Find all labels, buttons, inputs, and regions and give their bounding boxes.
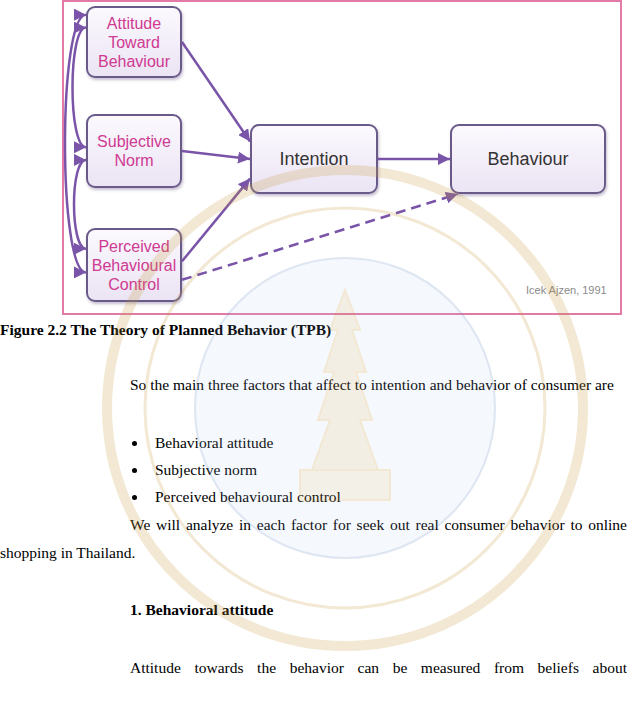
arrow [182,42,250,142]
process-box: Subjective Norm [86,114,182,188]
arrow [182,179,250,262]
box-label: Behaviour [487,150,568,169]
process-box: Perceived Behavioural Control [86,228,182,302]
bullet-dot [132,441,137,446]
seal-ring [107,170,583,646]
dashed-arrow [182,194,458,280]
body-paragraph: So the main three factors that affect to… [0,371,627,399]
arrow [378,158,450,161]
box-label: Subjective Norm [90,132,178,170]
body-paragraph: Attitude towards the behavior can be mea… [130,654,627,682]
process-box: Behaviour [450,124,606,194]
body-paragraph: We will analyze in each factor for seek … [0,511,627,567]
curved-arrow [73,28,87,148]
bullet-item: Subjective norm [155,456,615,484]
process-box: Intention [250,124,378,194]
seal-base [300,470,390,500]
seal-ring [145,208,545,608]
seal-emblem [312,290,378,470]
source-note: Icek Ajzen, 1991 [526,283,618,297]
box-label: Perceived Behavioural Control [90,237,178,294]
curved-arrow [65,15,86,273]
box-label: Intention [279,150,348,169]
process-box: Attitude Toward Behaviour [86,6,182,78]
arrow [182,151,250,159]
curved-arrow [74,160,86,249]
bullet-item: Behavioral attitude [155,429,615,457]
seal-disc [195,258,495,558]
bullet-dot [132,468,137,473]
box-label: Attitude Toward Behaviour [90,14,178,71]
section-heading: 1. Behavioral attitude [130,596,610,624]
figure-caption: Figure 2.2 The Theory of Planned Behavio… [0,316,627,344]
bullet-dot [132,495,137,500]
bullet-item: Perceived behavioural control [155,483,615,511]
